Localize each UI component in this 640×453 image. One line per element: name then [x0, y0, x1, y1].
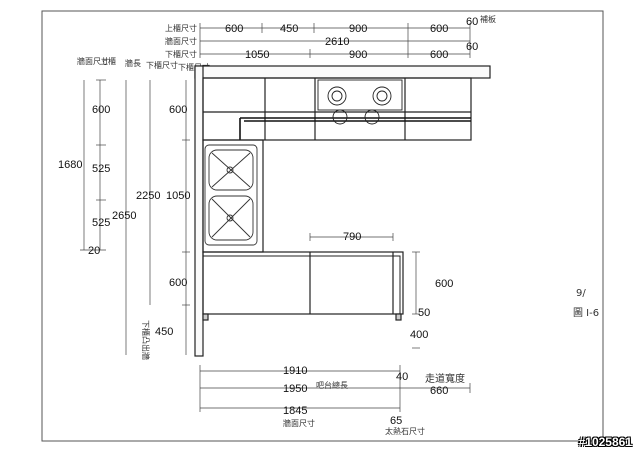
bottom-row2-dim: 1950 — [283, 383, 307, 395]
left-lower-label: 下櫃尺寸 — [146, 60, 178, 70]
kitchen-plan — [194, 65, 491, 357]
side-dim-a: 50 — [418, 307, 430, 319]
side-dim-b: 400 — [410, 329, 428, 341]
cooktop — [317, 79, 403, 125]
top-dimensions — [199, 23, 471, 58]
upper-counter-run — [202, 77, 472, 141]
bottom-row2-note: 吧台總長 — [316, 380, 348, 390]
bottom-gap-dim: 65 — [390, 415, 402, 427]
left-lower-col-4: 450 — [155, 326, 173, 338]
bottom-dimension-lines — [199, 365, 471, 412]
top-upper-dim-2: 450 — [280, 23, 298, 35]
drawing-frame — [41, 10, 604, 442]
left-wall-col-2: 525 — [92, 163, 110, 175]
top-wall-dim: 2610 — [325, 36, 349, 48]
side-note-line1: 9/ — [576, 288, 586, 299]
left-wall-col-3: 525 — [92, 217, 110, 229]
side-note-line2: 圖 I-6 — [573, 307, 599, 319]
inner-dimension-lines — [309, 233, 420, 349]
bottom-row3-dim: 1845 — [283, 405, 307, 417]
left-wall-size-label: 牆面尺寸 — [77, 56, 109, 66]
filler-panel-label: 補板 — [480, 14, 496, 24]
counter-depth-dim: 600 — [435, 278, 453, 290]
bottom-gap-note: 太熱石尺寸 — [385, 426, 425, 436]
bottom-row3-note: 牆面尺寸 — [283, 418, 315, 428]
top-upper-dim-4: 600 — [430, 23, 448, 35]
left-mid-label: 牆長 — [125, 58, 141, 68]
left-lower-col-2: 1050 — [166, 190, 190, 202]
left-mid-total: 2250 — [136, 190, 160, 202]
left-lower-col-1: 600 — [169, 104, 187, 116]
lower-counter-run — [202, 251, 404, 315]
top-lower-dim-3: 600 — [430, 49, 448, 61]
top-lower-dim-1: 1050 — [245, 49, 269, 61]
top-upper-dim-1: 600 — [225, 23, 243, 35]
top-upper-dim-5: 60 — [466, 16, 478, 28]
left-wall-col-4: 20 — [88, 245, 100, 257]
walkway-dim: 660 — [430, 385, 448, 397]
left-upper-total: 2650 — [112, 210, 136, 222]
left-wall-col-1: 600 — [92, 104, 110, 116]
left-wall-band — [194, 65, 204, 357]
left-wall-total: 1680 — [58, 159, 82, 171]
bottom-row1-dim: 1910 — [283, 365, 307, 377]
left-side-note: 下櫃凸出牆 — [141, 320, 151, 360]
left-dimension-lines — [80, 79, 190, 355]
counter-width-dim: 790 — [343, 231, 361, 243]
wall-size-label: 牆面尺寸 — [165, 36, 197, 46]
left-lower-col-3: 600 — [169, 277, 187, 289]
bottom-row1-right-dim: 40 — [396, 371, 408, 383]
left-lower-label-2: 下櫃尺寸 — [178, 62, 210, 72]
upper-cabinet-label: 上櫃尺寸 — [165, 23, 197, 33]
lower-cabinet-label: 下櫃尺寸 — [165, 49, 197, 59]
image-id-watermark: #1025861 — [578, 435, 632, 449]
top-lower-dim-4: 60 — [466, 41, 478, 53]
left-upper-label: 上櫃 — [100, 56, 116, 66]
walkway-label: 走道寬度 — [425, 372, 465, 385]
sink — [204, 144, 258, 246]
top-lower-dim-2: 900 — [349, 49, 367, 61]
top-upper-dim-3: 900 — [349, 23, 367, 35]
top-wall-band — [194, 65, 491, 79]
